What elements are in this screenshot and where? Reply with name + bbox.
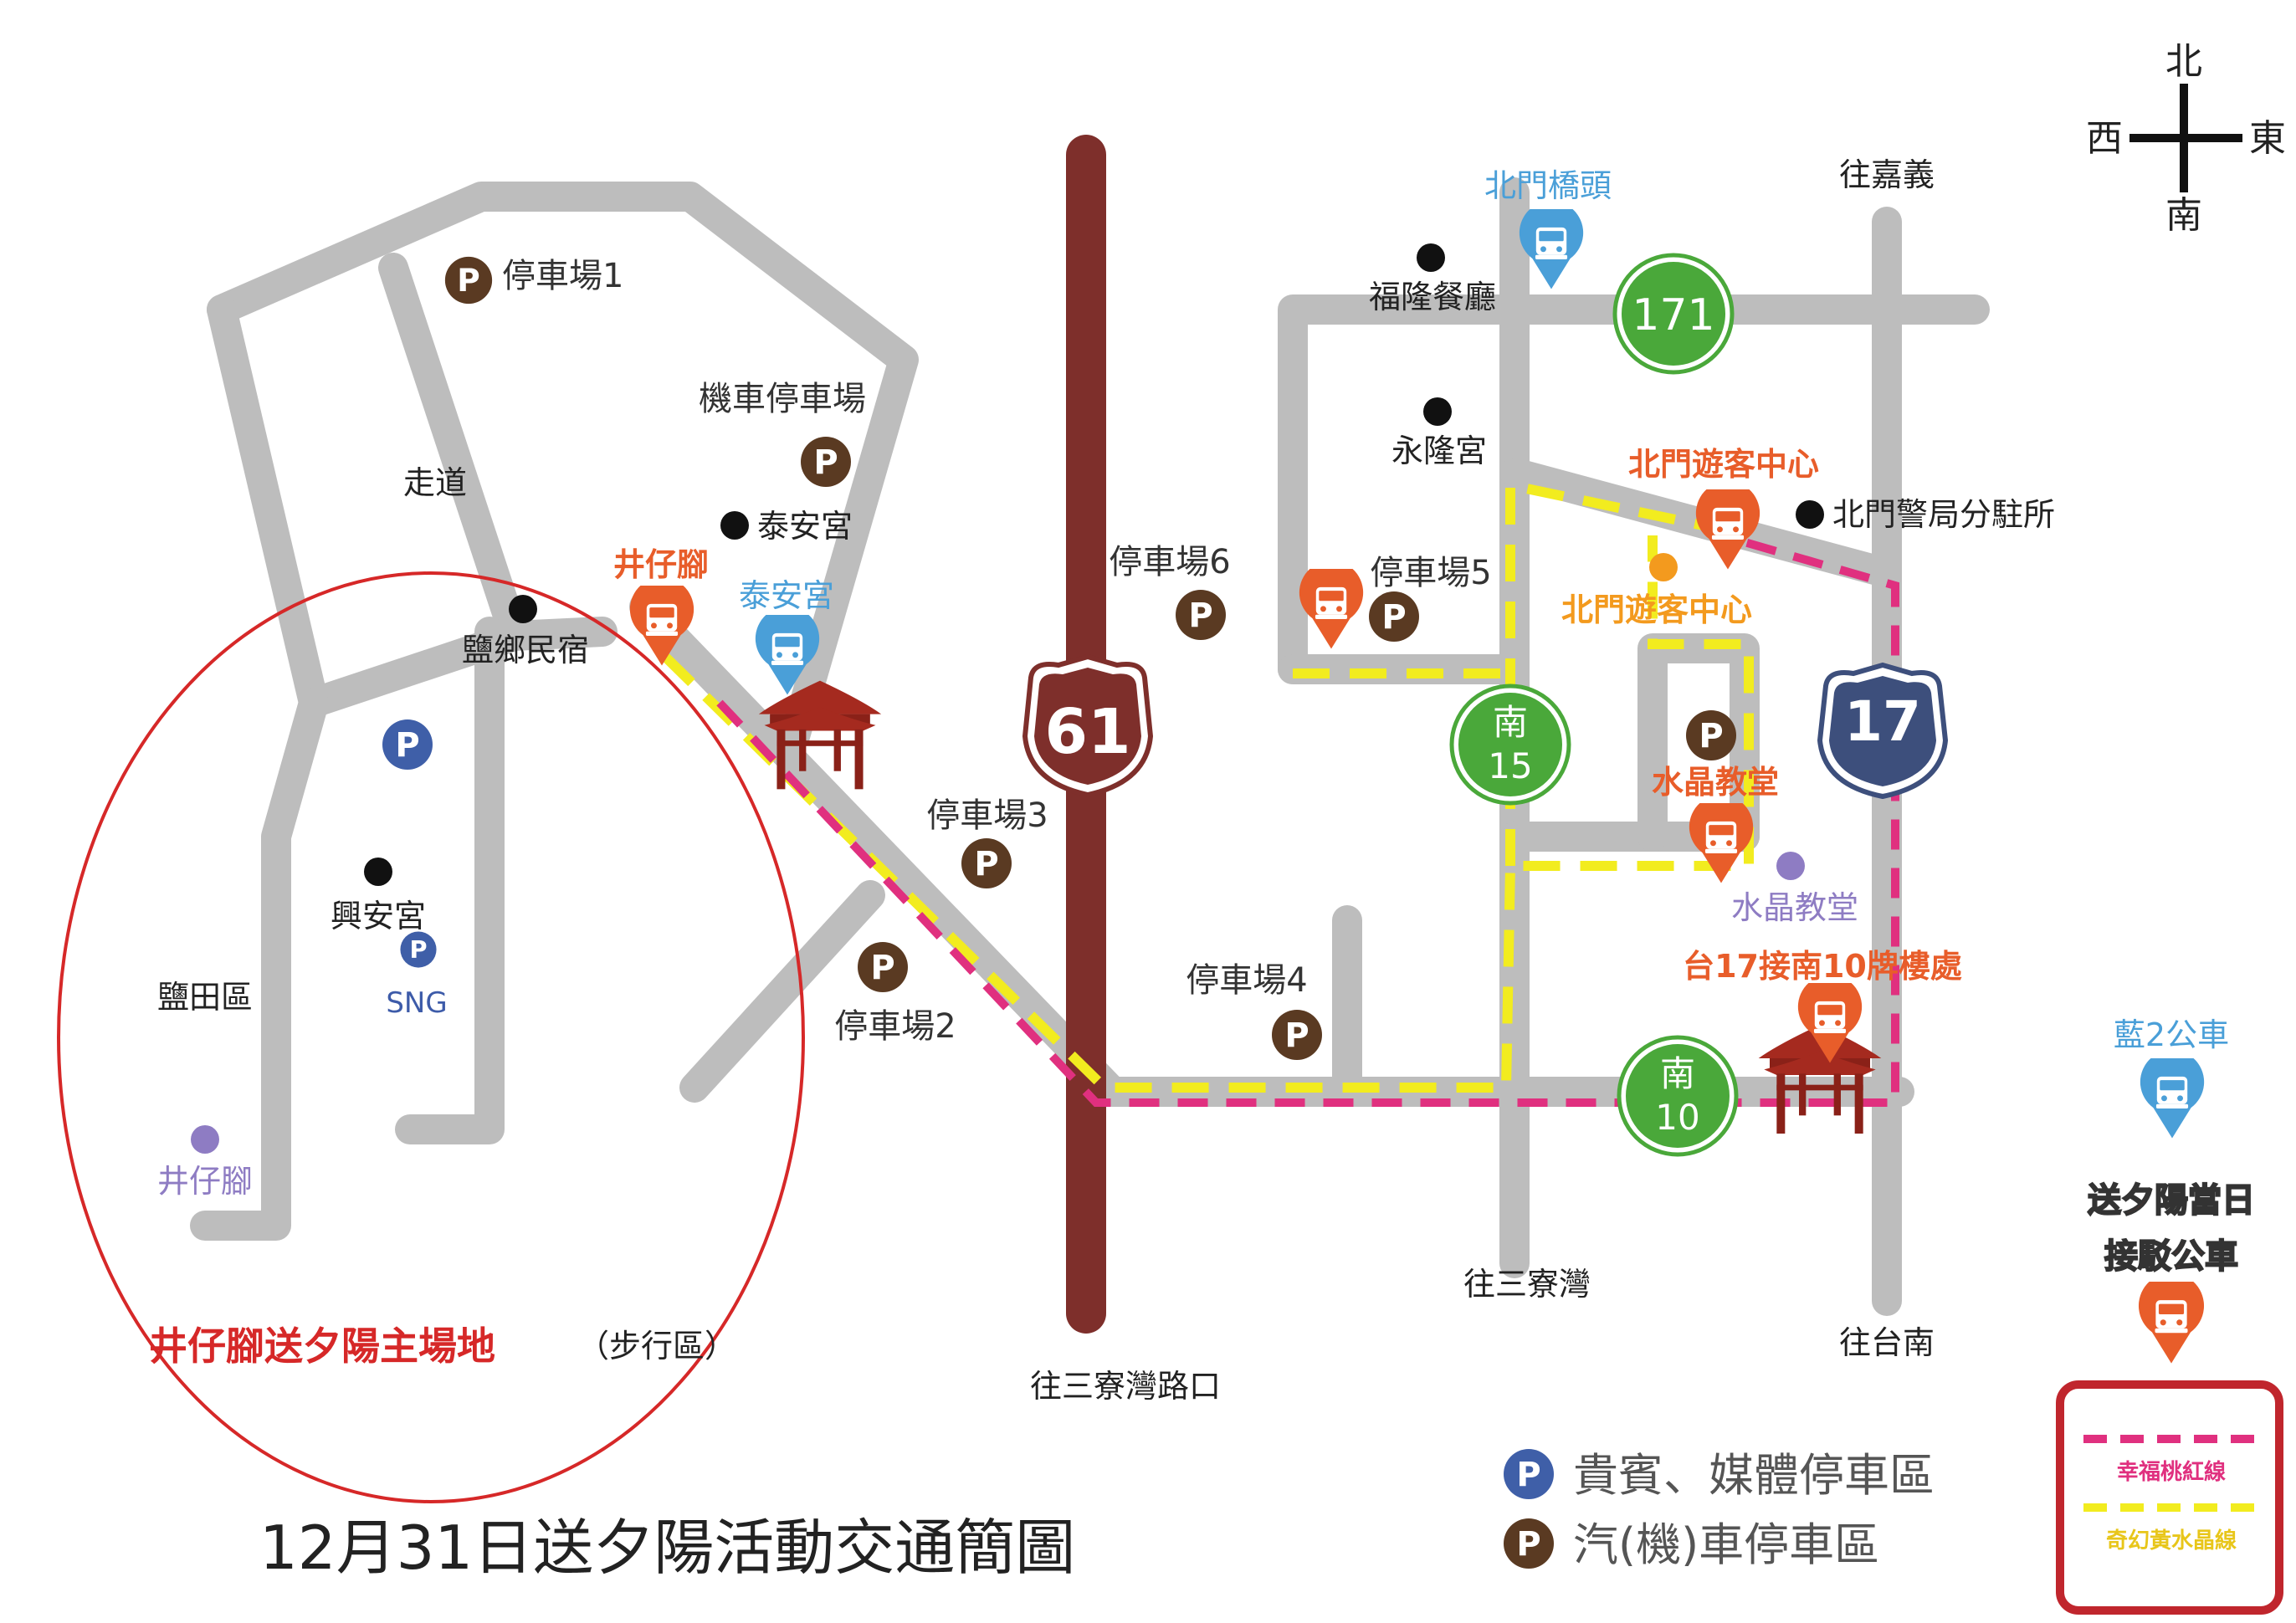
compass-east: 東 bbox=[2249, 117, 2286, 160]
shield-nan15: 南 15 bbox=[1449, 684, 1571, 806]
map-labels: 往嘉義 往台南 往三寮灣 往三寮灣路口 福隆餐廳 永隆宮 北門警局分駐所 泰安宮… bbox=[149, 156, 2256, 1405]
shield-61-number: 61 bbox=[1045, 696, 1131, 768]
parking-icon bbox=[1176, 590, 1226, 640]
shield-171-number: 171 bbox=[1632, 290, 1714, 340]
bus-icon bbox=[2140, 1058, 2205, 1139]
parking-icon bbox=[400, 931, 437, 968]
main-venue-area bbox=[57, 571, 805, 1503]
landmark-dot-icon bbox=[364, 858, 392, 886]
parking-icon bbox=[444, 256, 493, 305]
place-salt-field: 鹽田區 bbox=[157, 979, 253, 1016]
place-crystal-church-purple: 水晶教堂 bbox=[1731, 889, 1858, 926]
place-walkway: 走道 bbox=[403, 464, 467, 501]
landmark-dot-icon bbox=[1423, 397, 1452, 426]
bus-stop-blue2: 藍2公車 bbox=[2114, 1016, 2229, 1053]
parking-icon bbox=[801, 437, 851, 487]
landmark-dot-icon bbox=[1776, 852, 1805, 880]
route-legend: 幸福桃紅線 奇幻黃水晶線 bbox=[2056, 1380, 2283, 1615]
main-venue-note: （步行區） bbox=[577, 1328, 736, 1364]
landmark-dot-icon bbox=[509, 595, 537, 623]
bus-stop-visitor-center: 北門遊客中心 bbox=[1628, 446, 1819, 483]
bus-stop-beimen-bridge: 北門橋頭 bbox=[1484, 167, 1612, 204]
compass-icon: 北 南 西 東 bbox=[2086, 40, 2286, 237]
parking-3-label: 停車場3 bbox=[926, 796, 1048, 835]
place-visitor-center-orange-dot: 北門遊客中心 bbox=[1561, 591, 1752, 628]
place-yonglong-temple: 永隆宮 bbox=[1391, 433, 1487, 469]
parking-legend: 貴賓、媒體停車區 汽(機)車停車區 bbox=[1504, 1449, 1935, 1571]
place-taian-temple: 泰安宮 bbox=[757, 508, 853, 545]
place-yanxiang-bnb: 鹽鄉民宿 bbox=[462, 632, 589, 668]
parking-icon bbox=[1272, 1010, 1322, 1060]
bus-stop-crystal-church: 水晶教堂 bbox=[1652, 764, 1779, 801]
shield-171: 171 bbox=[1612, 253, 1735, 375]
compass-west: 西 bbox=[2086, 117, 2123, 160]
legend-vip-label: 貴賓、媒體停車區 bbox=[1573, 1449, 1935, 1502]
parking-4-label: 停車場4 bbox=[1186, 961, 1307, 1000]
page-title: 12月31日送夕陽活動交通簡圖 bbox=[259, 1513, 1075, 1583]
bus-stop-t17-nan10: 台17接南10牌樓處 bbox=[1683, 948, 1962, 985]
shield-nan10: 南 10 bbox=[1617, 1035, 1739, 1157]
landmark-dot-icon bbox=[191, 1125, 219, 1154]
bus-icon bbox=[1299, 569, 1364, 649]
main-venue-label: 井仔腳送夕陽主場地 bbox=[149, 1323, 495, 1369]
shuttle-notice-line1: 送夕陽當日 bbox=[2088, 1181, 2255, 1220]
route-legend-yellow: 奇幻黃水晶線 bbox=[2106, 1528, 2237, 1554]
shuttle-notice-line2: 接駁公車 bbox=[2104, 1237, 2238, 1276]
direction-tainan: 往台南 bbox=[1839, 1324, 1935, 1361]
bus-stop-jingzaijiao: 井仔腳 bbox=[613, 546, 709, 583]
landmark-dot-icon bbox=[1796, 500, 1824, 529]
parking-5-label: 停車場5 bbox=[1370, 554, 1491, 592]
place-sng: SNG bbox=[386, 986, 447, 1020]
parking-icon bbox=[961, 838, 1012, 888]
landmark-dot-icon bbox=[1417, 243, 1445, 272]
parking-icon bbox=[858, 942, 908, 992]
direction-chiayi: 往嘉義 bbox=[1839, 156, 1935, 193]
parking-icon bbox=[1369, 591, 1419, 642]
parking-icon bbox=[382, 719, 433, 770]
parking-scooter-label: 機車停車場 bbox=[699, 380, 866, 418]
shield-17-number: 17 bbox=[1844, 689, 1921, 754]
parking-2-label: 停車場2 bbox=[834, 1007, 956, 1046]
parking-6-label: 停車場6 bbox=[1109, 543, 1230, 581]
pink-route bbox=[716, 538, 1899, 1107]
shield-61: 61 bbox=[1022, 653, 1154, 798]
parking-icon bbox=[1686, 710, 1736, 760]
direction-sanliaowan-junction: 往三寮灣路口 bbox=[1030, 1368, 1221, 1405]
route-legend-pink: 幸福桃紅線 bbox=[2117, 1459, 2226, 1485]
place-jingzaijiao-purple: 井仔腳 bbox=[157, 1163, 253, 1200]
shield-nan10-top: 南 bbox=[1660, 1053, 1695, 1094]
place-beimen-police: 北門警局分駐所 bbox=[1832, 496, 2055, 533]
parking-icon bbox=[1504, 1518, 1554, 1569]
landmark-dots bbox=[364, 243, 1824, 886]
place-xingan-temple: 興安宮 bbox=[331, 898, 426, 934]
place-fulong-restaurant: 福隆餐廳 bbox=[1369, 279, 1496, 315]
bus-icon bbox=[2138, 1282, 2205, 1364]
landmark-dot-icon bbox=[1649, 553, 1678, 581]
compass-south: 南 bbox=[2165, 194, 2202, 237]
compass-north: 北 bbox=[2165, 40, 2202, 83]
shield-nan15-bottom: 15 bbox=[1488, 745, 1532, 786]
shield-17: 17 bbox=[1817, 662, 1949, 800]
parking-icon bbox=[1504, 1449, 1554, 1499]
shield-nan15-top: 南 bbox=[1493, 702, 1528, 743]
shield-nan10-bottom: 10 bbox=[1655, 1097, 1699, 1138]
bus-stop-taian-temple: 泰安宮 bbox=[739, 577, 834, 614]
parking-1-label: 停車場1 bbox=[502, 257, 623, 295]
direction-sanliaowan: 往三寮灣 bbox=[1463, 1266, 1591, 1303]
landmark-dot-icon bbox=[720, 511, 749, 540]
roads-west bbox=[190, 182, 1128, 1241]
bus-icon bbox=[1695, 489, 1760, 570]
legend-car-label: 汽(機)車停車區 bbox=[1573, 1518, 1879, 1571]
